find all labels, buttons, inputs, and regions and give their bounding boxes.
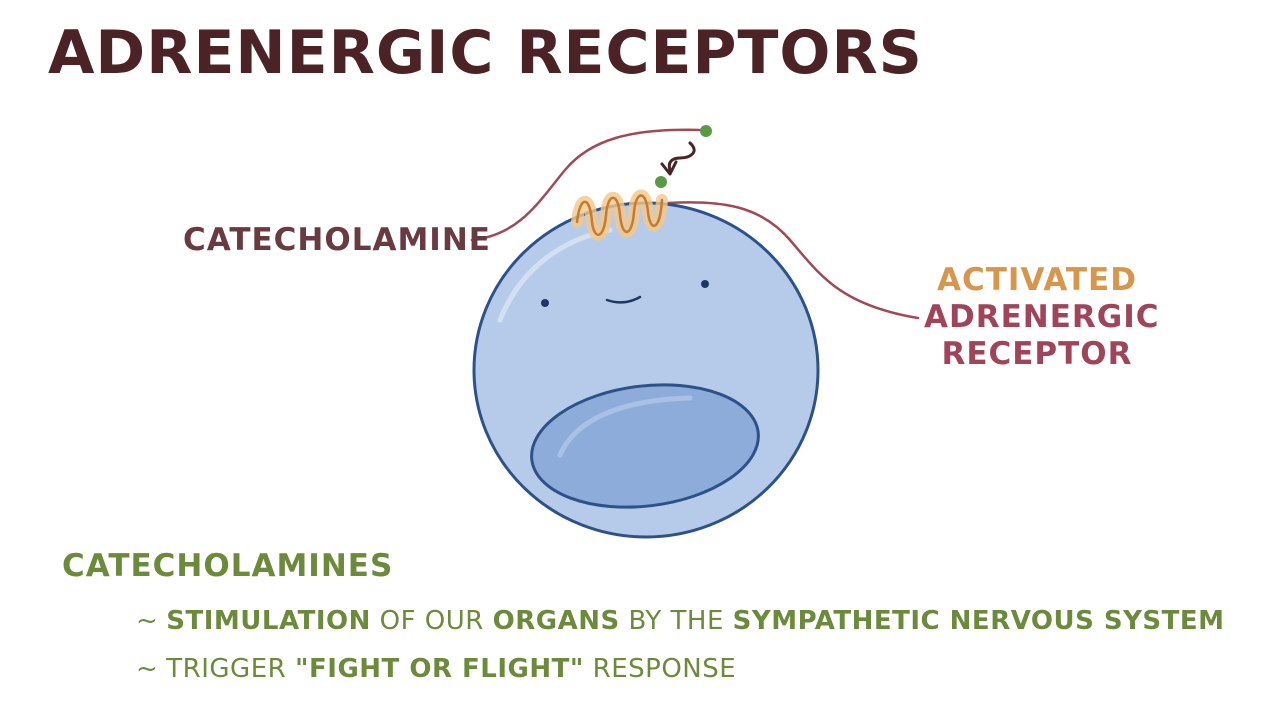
bullet2-part-2: "FIGHT OR FLIGHT" bbox=[294, 654, 584, 684]
receptor-label-line-2: ADRENERGIC bbox=[924, 299, 1160, 335]
activated-receptor-label: ACTIVATED ADRENERGIC RECEPTOR bbox=[924, 262, 1160, 373]
notes-heading: CATECHOLAMINES bbox=[62, 548, 394, 584]
ligand-dot-free bbox=[700, 125, 712, 137]
cell-illustration bbox=[472, 201, 820, 539]
bullet1-part-3: ORGANS bbox=[492, 606, 620, 636]
receptor-label-line-1: ACTIVATED bbox=[937, 262, 1137, 298]
notes-section: CATECHOLAMINES ~STIMULATION OF OUR ORGAN… bbox=[62, 548, 1224, 684]
bullet1-part-5: SYMPATHETIC NERVOUS SYSTEM bbox=[732, 606, 1225, 636]
catecholamine-leader-line bbox=[470, 128, 702, 242]
bullet2-part-1: TRIGGER bbox=[166, 654, 295, 684]
nucleus-highlight bbox=[557, 395, 693, 458]
bullet2-part-3: RESPONSE bbox=[583, 654, 737, 684]
receptor-label-line-3: RECEPTOR bbox=[941, 336, 1133, 372]
bullet1-part-4: BY THE bbox=[619, 606, 733, 636]
right-eye bbox=[701, 280, 709, 288]
bullet1-part-2: OF OUR bbox=[370, 606, 493, 636]
bullet-tilde: ~ bbox=[136, 606, 159, 636]
curved-arrow bbox=[660, 141, 696, 176]
nucleus bbox=[530, 383, 760, 509]
page-title: ADRENERGIC RECEPTORS bbox=[48, 18, 923, 88]
ligand-dot-bound bbox=[655, 176, 667, 188]
left-eye bbox=[541, 299, 549, 307]
receptor-squiggle bbox=[571, 189, 668, 241]
notes-bullet-trigger: ~TRIGGER "FIGHT OR FLIGHT" RESPONSE bbox=[136, 654, 736, 684]
notes-bullet-stimulation: ~STIMULATION OF OUR ORGANS BY THE SYMPAT… bbox=[136, 606, 1225, 636]
catecholamine-label: CATECHOLAMINE bbox=[183, 222, 491, 258]
smile bbox=[605, 295, 642, 304]
bullet-tilde: ~ bbox=[136, 654, 159, 684]
bullet1-part-1: STIMULATION bbox=[166, 606, 371, 636]
receptor-leader-line bbox=[666, 201, 920, 320]
